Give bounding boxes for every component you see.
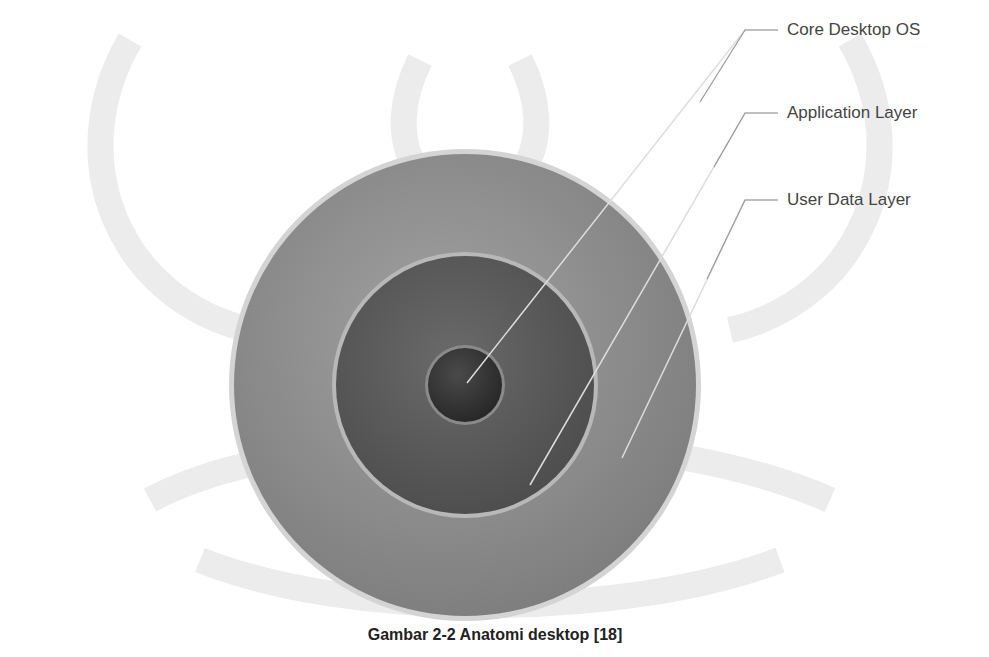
layer-label: User Data Layer xyxy=(787,190,911,210)
layer-label: Application Layer xyxy=(787,103,917,123)
leader-line xyxy=(622,200,778,458)
core-rim xyxy=(425,345,505,425)
leader-lines xyxy=(467,30,778,485)
outer-rim xyxy=(229,149,701,621)
leader-lines-outside xyxy=(700,30,778,279)
layer-label: Core Desktop OS xyxy=(787,20,920,40)
leader-line xyxy=(467,30,778,383)
core-circle xyxy=(428,348,502,422)
application-ring xyxy=(336,256,594,514)
middle-rim xyxy=(332,252,598,518)
leader-line xyxy=(530,113,778,485)
figure-caption: Gambar 2-2 Anatomi desktop [18] xyxy=(368,625,623,644)
user-data-ring xyxy=(234,154,696,616)
